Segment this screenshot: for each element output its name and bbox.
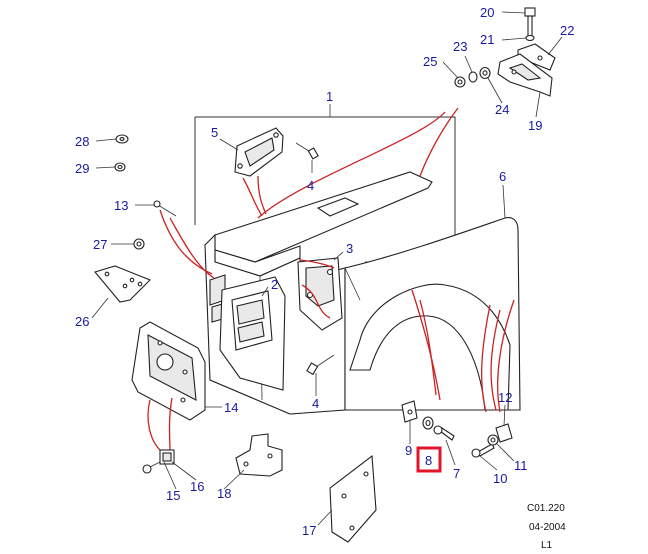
plate-part-26 <box>94 265 151 303</box>
leader-part-13a <box>159 209 213 275</box>
callout-7: 7 <box>453 466 460 481</box>
diagram-level: L1 <box>541 540 553 551</box>
upper-bracket-part-5 <box>234 127 284 177</box>
callout-14: 14 <box>224 400 238 415</box>
callout-4-upper: 4 <box>307 178 314 193</box>
callout-19: 19 <box>528 118 542 133</box>
callout-8: 8 <box>425 453 432 468</box>
leader-part-6a <box>411 289 441 401</box>
callout-29: 29 <box>75 161 89 176</box>
gasket-part-14 <box>131 321 206 421</box>
leader-part-13b <box>169 217 215 279</box>
bracket-part-9 <box>401 400 418 423</box>
callout-3: 3 <box>346 241 353 256</box>
leader-part-6d <box>480 304 491 413</box>
washer-part-11 <box>487 434 499 446</box>
nut-part-27 <box>133 238 145 250</box>
leader-part-14a <box>147 399 161 451</box>
leader-part-5b <box>257 175 267 215</box>
leader-part-3b <box>299 259 335 269</box>
leader-part-6e <box>497 299 515 413</box>
callout-6: 6 <box>499 169 506 184</box>
access-panel-part-2 <box>219 276 286 391</box>
hinge-plate-part-19 <box>497 53 553 97</box>
washer-part-21 <box>525 34 535 42</box>
bolt-part-20 <box>524 7 536 37</box>
callout-22: 22 <box>560 23 574 38</box>
leader-part-6b <box>419 299 437 396</box>
callout-1: 1 <box>326 89 333 104</box>
nut-part-24 <box>479 66 491 80</box>
washer-part-8 <box>422 416 434 430</box>
screw-part-4-upper <box>295 142 319 160</box>
callout-9: 9 <box>405 443 412 458</box>
outer-wing-part-6 <box>344 217 521 411</box>
callout-28: 28 <box>75 134 89 149</box>
callout-17: 17 <box>302 523 316 538</box>
leader-part-5 <box>242 177 263 217</box>
bolt-part-15 <box>142 461 161 474</box>
washer-part-28 <box>115 134 129 144</box>
callout-10: 10 <box>493 471 507 486</box>
diagram-reference: C01.220 <box>527 503 565 514</box>
callout-24: 24 <box>495 102 509 117</box>
leader-part-1a <box>257 111 446 219</box>
nut-part-25 <box>454 76 466 88</box>
callout-21: 21 <box>480 32 494 47</box>
leader-part-14b <box>168 397 173 453</box>
callout-16: 16 <box>190 479 204 494</box>
callout-2: 2 <box>271 277 278 292</box>
leader-part-6c <box>490 309 501 411</box>
leader-part-3 <box>301 284 331 319</box>
callout-20: 20 <box>480 5 494 20</box>
callout-13: 13 <box>114 198 128 213</box>
highlight-box-part-8 <box>416 446 442 473</box>
bolt-part-10 <box>471 443 495 458</box>
leader-part-1b <box>419 107 459 177</box>
callout-27: 27 <box>93 237 107 252</box>
callout-12: 12 <box>498 390 512 405</box>
bracket-part-18 <box>235 433 283 477</box>
diagram-date: 04-2004 <box>529 522 566 533</box>
callout-26: 26 <box>75 314 89 329</box>
clip-nut-part-16 <box>159 449 175 465</box>
callout-23: 23 <box>453 39 467 54</box>
callout-4-lower: 4 <box>312 396 319 411</box>
screw-part-4-lower <box>306 354 335 376</box>
clip-part-13 <box>153 200 177 217</box>
side-bracket-part-3 <box>297 257 343 331</box>
nut-part-29 <box>114 162 126 172</box>
washer-part-23 <box>468 71 478 83</box>
bolt-part-7 <box>433 425 455 441</box>
callout-18: 18 <box>217 486 231 501</box>
leader-lines <box>91 11 563 526</box>
callout-15: 15 <box>166 488 180 503</box>
callout-11: 11 <box>514 458 528 473</box>
callout-25: 25 <box>423 54 437 69</box>
callout-5: 5 <box>211 125 218 140</box>
mudflap-part-17 <box>329 454 377 543</box>
